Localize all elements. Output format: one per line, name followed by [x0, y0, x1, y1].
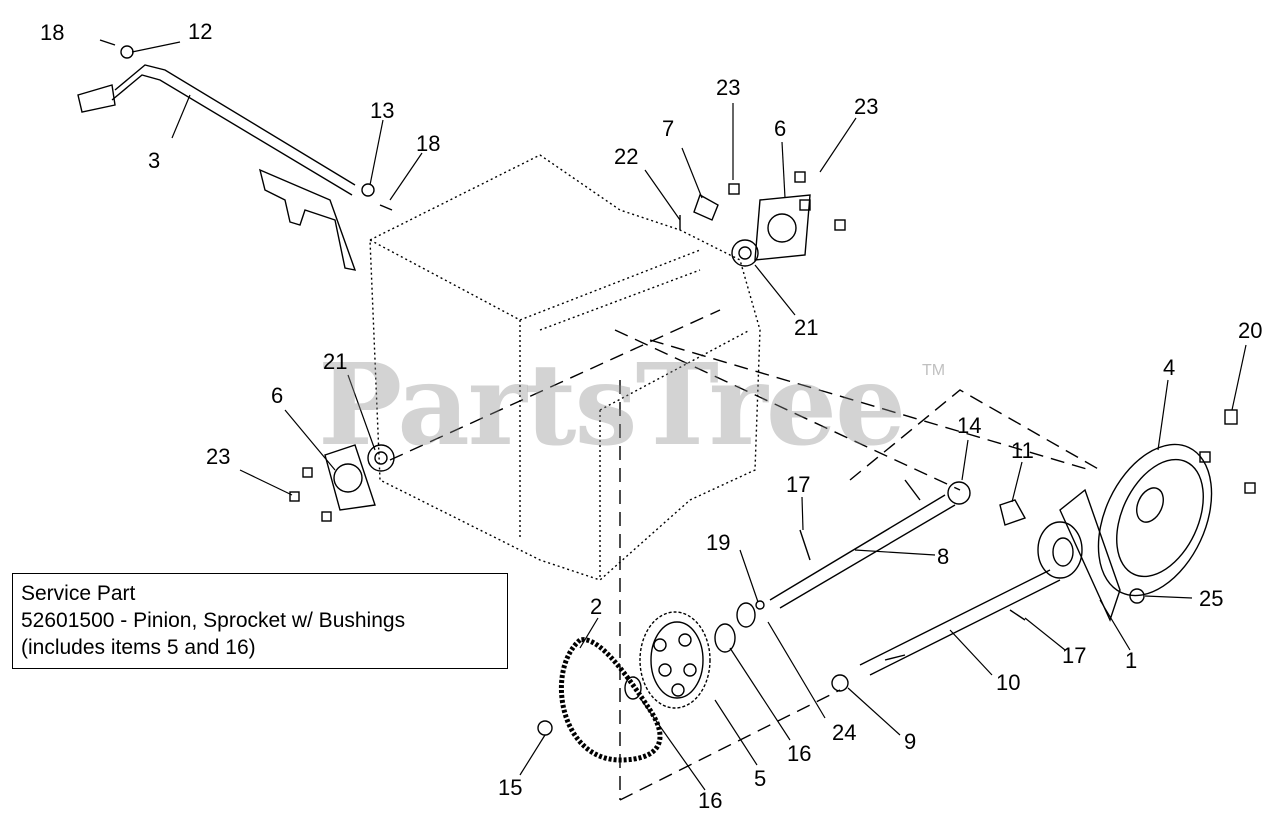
callout-13: 13 [370, 98, 395, 123]
callout-24: 24 [832, 720, 857, 745]
center-lines [389, 309, 1101, 801]
housing-frame [369, 154, 761, 581]
hub-bracket [947, 481, 1145, 622]
callout-6-top: 6 [774, 116, 787, 141]
callout-8: 8 [937, 544, 950, 569]
callout-17-a: 17 [786, 472, 811, 497]
callout-16-a: 16 [787, 741, 812, 766]
callout-18-mid: 18 [416, 131, 441, 156]
callout-10: 10 [996, 670, 1021, 695]
shift-rod [77, 64, 357, 271]
callout-2: 2 [590, 594, 603, 619]
callout-5: 5 [754, 766, 767, 791]
service-part-number: 52601500 - Pinion, Sprocket w/ Bushings [21, 609, 406, 632]
callout-21-top: 21 [794, 315, 819, 340]
callout-25: 25 [1199, 586, 1224, 611]
leader-lines [131, 41, 1247, 791]
callout-1: 1 [1125, 648, 1138, 673]
callout-12: 12 [188, 19, 213, 44]
callout-23-b: 23 [854, 94, 879, 119]
partstree-watermark: PartsTree [318, 340, 906, 471]
callout-23-left: 23 [206, 444, 231, 469]
trademark-mark: TM [922, 362, 946, 379]
callout-17-b: 17 [1062, 643, 1087, 668]
callout-9: 9 [904, 729, 917, 754]
callout-4: 4 [1163, 355, 1176, 380]
callout-23-a: 23 [716, 75, 741, 100]
bearing-flanges [289, 194, 811, 522]
callout-3: 3 [148, 148, 161, 173]
callout-15: 15 [498, 775, 523, 800]
callout-7: 7 [662, 116, 675, 141]
service-part-includes: (includes items 5 and 16) [21, 636, 256, 659]
callout-20: 20 [1238, 318, 1263, 343]
callout-16-b: 16 [698, 788, 723, 813]
callout-14: 14 [957, 413, 982, 438]
callout-6-left: 6 [271, 383, 284, 408]
callout-22: 22 [614, 144, 639, 169]
sprocket-chain [537, 479, 1026, 763]
shafts [769, 494, 1061, 676]
callout-21-left: 21 [323, 349, 348, 374]
friction-wheel [1097, 409, 1256, 597]
callout-19: 19 [706, 530, 731, 555]
callout-11: 11 [1011, 438, 1034, 463]
service-part-box: Service Part 52601500 - Pinion, Sprocket… [12, 573, 508, 669]
callout-18-top: 18 [40, 20, 65, 45]
service-part-title: Service Part [21, 582, 136, 605]
